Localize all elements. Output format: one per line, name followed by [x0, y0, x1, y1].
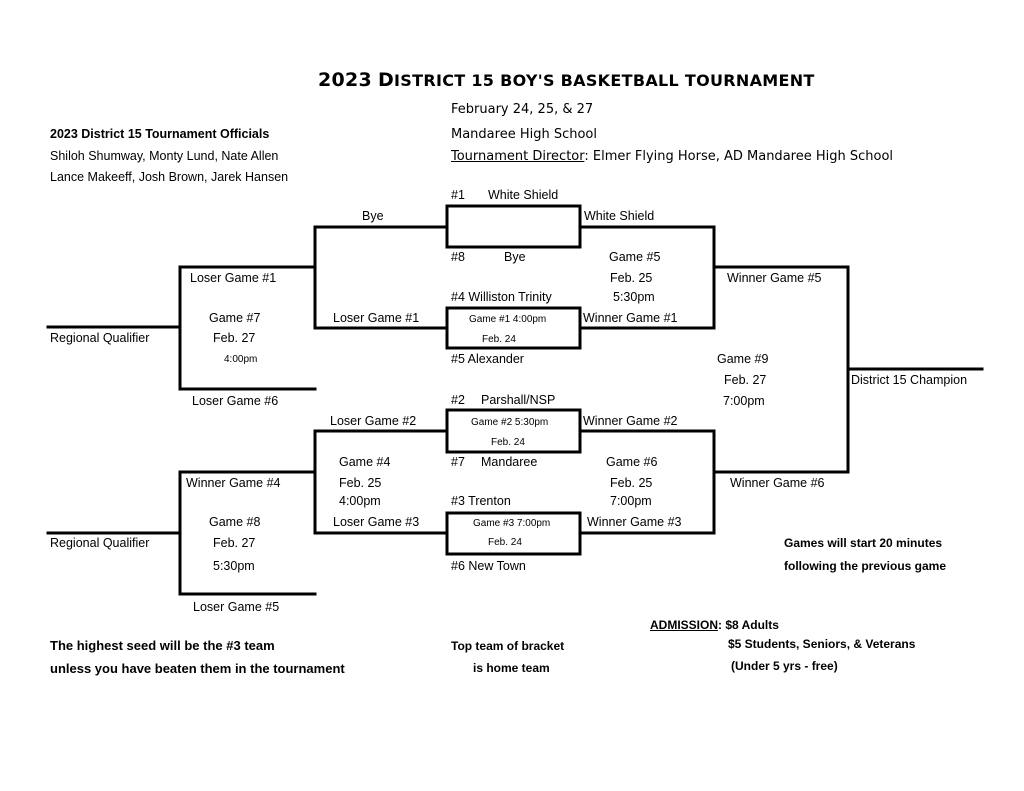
admission-under5: (Under 5 yrs - free) — [731, 659, 838, 673]
loser-game1-top: Loser Game #1 — [190, 271, 277, 285]
game6-time: 7:00pm — [610, 494, 652, 508]
district-champion: District 15 Champion — [851, 373, 968, 387]
loser-game5: Loser Game #5 — [193, 600, 280, 614]
seed-4: #4 Williston Trinity — [451, 290, 552, 304]
regional-qualifier-top: Regional Qualifier — [50, 331, 150, 345]
game7-bracket — [313, 225, 449, 330]
seed-7: #7 — [451, 455, 465, 469]
loser-game6: Loser Game #6 — [192, 394, 279, 408]
director-value: : Elmer Flying Horse, AD Mandaree High S… — [584, 149, 894, 164]
seed-8-team: Bye — [504, 250, 526, 264]
game2-box-date: Feb. 24 — [491, 437, 525, 448]
seed-note-2: unless you have beaten them in the tourn… — [50, 661, 345, 676]
white-shield-advance: White Shield — [584, 209, 655, 223]
game6-label: Game #6 — [606, 455, 658, 469]
seed-1-team: White Shield — [488, 188, 559, 202]
start-note-1: Games will start 20 minutes — [784, 536, 943, 550]
regional-qualifier-bottom: Regional Qualifier — [50, 536, 150, 550]
game5-label: Game #5 — [609, 250, 661, 264]
seed-6: #6 New Town — [451, 559, 526, 573]
seed-note-1: The highest seed will be the #3 team — [50, 638, 275, 653]
director-label: Tournament Director — [451, 149, 585, 164]
winner-game6: Winner Game #6 — [730, 476, 825, 490]
game5-bracket — [578, 225, 716, 330]
admission-label: ADMISSION — [650, 618, 719, 632]
admission-adults: : $8 Adults — [718, 618, 779, 632]
game6-date: Feb. 25 — [610, 476, 653, 490]
seed-7-team: Mandaree — [481, 455, 538, 469]
title-year: 2023 — [318, 69, 373, 91]
officials-line-1: Shiloh Shumway, Monty Lund, Nate Allen — [50, 149, 279, 163]
game1-box-label: Game #1 4:00pm — [469, 314, 547, 325]
game4-date: Feb. 25 — [339, 476, 382, 490]
game1-box-date: Feb. 24 — [482, 334, 516, 345]
game8-date: Feb. 27 — [213, 536, 256, 550]
game8-label: Game #8 — [209, 515, 261, 529]
officials-line-2: Lance Makeeff, Josh Brown, Jarek Hansen — [50, 170, 289, 184]
seed-8: #8 — [451, 250, 465, 264]
game7-label: Game #7 — [209, 311, 261, 325]
admission-students: $5 Students, Seniors, & Veterans — [728, 637, 916, 651]
winner-game5: Winner Game #5 — [727, 271, 822, 285]
game9-label: Game #9 — [717, 352, 769, 366]
game7-time: 4:00pm — [224, 354, 258, 365]
game9-bracket — [712, 265, 850, 474]
tournament-dates: February 24, 25, & 27 — [451, 102, 594, 117]
tournament-venue: Mandaree High School — [451, 127, 597, 142]
game9-time: 7:00pm — [723, 394, 765, 408]
seed-2: #2 — [451, 393, 465, 407]
game4-label: Game #4 — [339, 455, 391, 469]
page-title: 2023 DISTRICT 15 BOY'S BASKETBALL TOURNA… — [318, 71, 815, 90]
game3-box-label: Game #3 7:00pm — [473, 518, 551, 529]
loser-game3: Loser Game #3 — [333, 515, 420, 529]
officials-heading: 2023 District 15 Tournament Officials — [50, 127, 270, 141]
game8-time: 5:30pm — [213, 559, 255, 573]
game7-date: Feb. 27 — [213, 331, 256, 345]
loser-game2: Loser Game #2 — [330, 414, 417, 428]
winner-game1: Winner Game #1 — [583, 311, 678, 325]
game4-time: 4:00pm — [339, 494, 381, 508]
game4-bracket — [313, 429, 449, 535]
bye-left: Bye — [362, 209, 384, 223]
seed-1: #1 — [451, 188, 465, 202]
game6-bracket — [578, 429, 716, 535]
winner-game3: Winner Game #3 — [587, 515, 682, 529]
tournament-director: Tournament Director: Elmer Flying Horse,… — [451, 149, 893, 164]
game2-box-label: Game #2 5:30pm — [471, 417, 549, 428]
game1-bye-box — [445, 204, 582, 249]
winner-game4: Winner Game #4 — [186, 476, 281, 490]
seed-5: #5 Alexander — [451, 352, 524, 366]
start-note-2: following the previous game — [784, 559, 947, 573]
game3-box-date: Feb. 24 — [488, 537, 522, 548]
title-rest: ISTRICT 15 BOY'S BASKETBALL TOURNAMENT — [394, 71, 815, 90]
seed-3: #3 Trenton — [451, 494, 511, 508]
home-note-1: Top team of bracket — [451, 639, 565, 653]
loser-game1-mid: Loser Game #1 — [333, 311, 420, 325]
game5-time: 5:30pm — [613, 290, 655, 304]
title-initial: D — [377, 69, 395, 91]
winner-game2: Winner Game #2 — [583, 414, 678, 428]
seed-2-team: Parshall/NSP — [481, 393, 556, 407]
game9-date: Feb. 27 — [724, 373, 767, 387]
home-note-2: is home team — [473, 661, 550, 675]
game5-date: Feb. 25 — [610, 271, 653, 285]
admission-line: ADMISSION: $8 Adults — [650, 618, 779, 633]
